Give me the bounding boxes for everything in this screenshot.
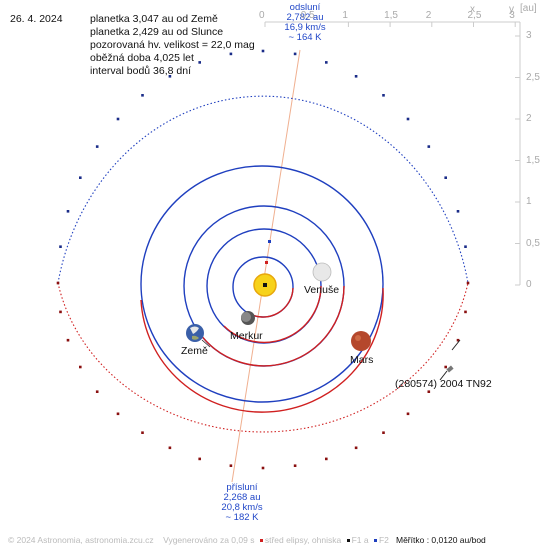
- mercury-orbit-south: [247, 287, 294, 318]
- y-tick-label: 2,5: [526, 71, 540, 83]
- asteroid-orbit-points: [56, 49, 470, 470]
- venus-icon: [312, 262, 332, 282]
- legend-red-dot: [259, 539, 263, 542]
- asteroid-info: planetka 3,047 au od Země planetka 2,429…: [90, 13, 255, 78]
- ellipse-focus-f1: [263, 283, 267, 287]
- footer: © 2024 Astronomia, astronomia.zcu.cz Vyg…: [8, 535, 486, 545]
- apsis-line: [231, 49, 301, 483]
- legend-f1: F1 a: [351, 535, 369, 545]
- mars-orbit-south: [140, 287, 384, 413]
- y-axis-label: y: [509, 4, 514, 15]
- x-tick-label: 0,5: [300, 10, 315, 21]
- x-tick-label: 2,5: [467, 10, 482, 21]
- x-axis-label: x: [470, 4, 475, 15]
- x-tick-label: 1: [342, 10, 348, 21]
- legend-blue-dot: [373, 539, 377, 542]
- ellipse-center: [265, 261, 268, 264]
- y-tick-label: 0,5: [526, 237, 540, 249]
- earth-orbit-south: [197, 285, 345, 367]
- y-tick-label: 1: [526, 196, 532, 207]
- earth-label: Země: [181, 345, 208, 357]
- copyright: © 2024 Astronomia, astronomia.zcu.cz: [8, 535, 154, 545]
- x-tick-label: 0: [259, 10, 265, 21]
- y-tick-label: 1,5: [526, 154, 540, 166]
- date-label: 26. 4. 2024: [10, 13, 63, 25]
- asteroid-pointer: [439, 370, 448, 381]
- generated-time: Vygenerováno za 0,09 s: [163, 535, 255, 545]
- y-tick-label: 2: [526, 113, 532, 124]
- scale-label: Měřítko : 0,0120 au/bod: [396, 535, 486, 545]
- legend-center: střed elipsy, ohniska: [264, 535, 342, 545]
- asteroid-icon: [446, 365, 454, 373]
- distance-from-sun: planetka 2,429 au od Slunce: [90, 26, 224, 38]
- y-tick-label: 0: [526, 279, 532, 290]
- asteroid-orbit-south: [57, 282, 469, 433]
- mars-label: Mars: [350, 354, 374, 366]
- legend-black-dot: [346, 539, 350, 542]
- y-tick-label: 3: [526, 30, 532, 41]
- legend-f2: F2: [378, 535, 389, 545]
- aphelion-label: odsluní 2,782 au 16,9 km/s ~ 164 K: [284, 2, 326, 43]
- point-interval: interval bodů 36,8 dní: [90, 65, 191, 77]
- distance-from-earth: planetka 3,047 au od Země: [90, 13, 218, 25]
- asteroid-label: (280574) 2004 TN92: [395, 378, 492, 390]
- x-tick-label: 1,5: [384, 10, 398, 21]
- perihelion-label: přísluní 2,268 au 20,8 km/s ~ 182 K: [221, 482, 263, 523]
- magnitude: pozorovaná hv. velikost = 22,0 mag: [90, 39, 255, 51]
- axes: [264, 21, 521, 286]
- orbital-period: oběžná doba 4,025 let: [90, 52, 194, 64]
- axis-unit: [au]: [520, 3, 537, 14]
- mars-orbit: [140, 165, 384, 403]
- mars-icon: [351, 331, 371, 351]
- asteroid-orbit-north: [57, 95, 469, 284]
- venus-label: Venuše: [304, 284, 340, 296]
- ellipse-focus-f2: [268, 240, 271, 243]
- venus-orbit-south: [223, 285, 322, 344]
- x-tick-label: 3: [509, 10, 515, 21]
- mercury-label: Merkur: [230, 330, 263, 342]
- x-tick-label: 2: [425, 10, 432, 21]
